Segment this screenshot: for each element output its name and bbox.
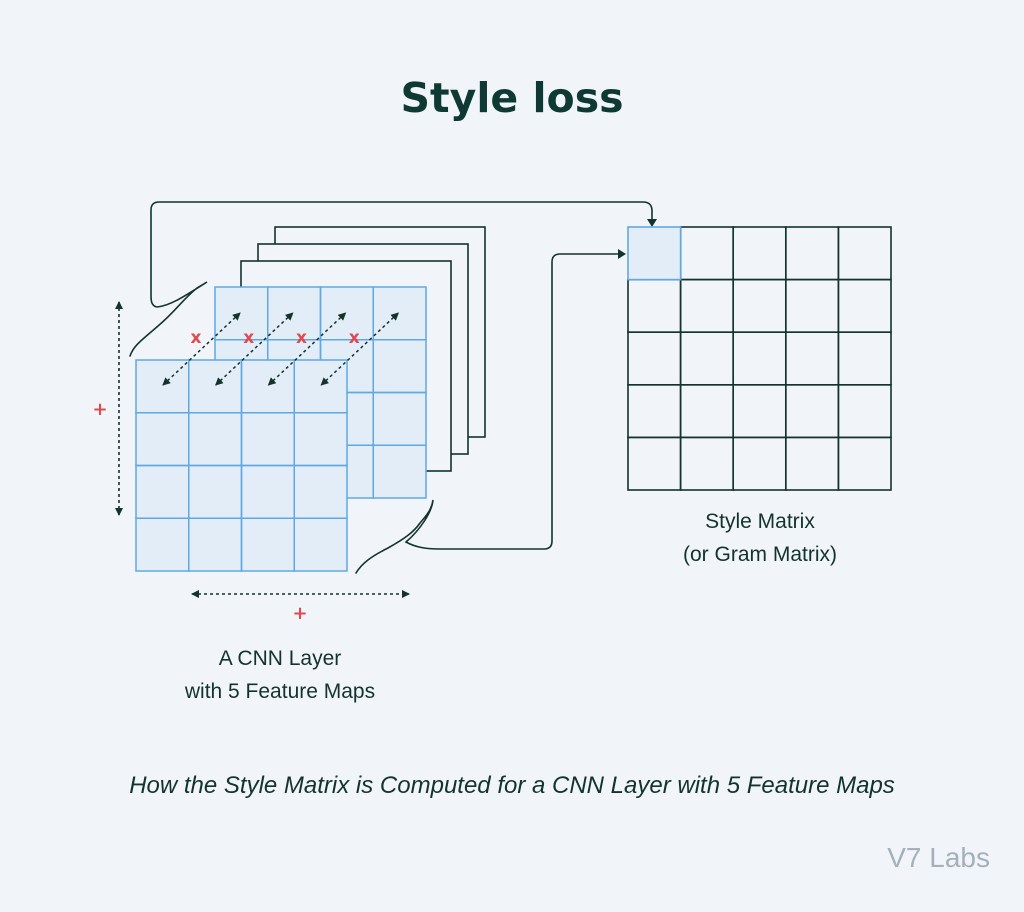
style-matrix-cell [627,436,682,491]
cnn-layer-label-line1: A CNN Layer [218,647,342,670]
style-matrix-cell [679,331,734,386]
multiply-mark: x [243,328,254,348]
style-matrix-cell [784,383,840,439]
bottom-connector-arrowhead [618,249,626,259]
style-matrix-cell [679,226,734,281]
style-matrix-cell [837,383,892,439]
style-matrix-cell [784,278,840,334]
style-matrix-cell [784,436,840,491]
style-matrix-highlighted-cell [627,226,682,281]
style-matrix-grid [627,226,892,491]
style-matrix-cell [837,331,892,386]
cnn-layer-label-line2: with 5 Feature Maps [184,680,376,703]
style-matrix-cell [784,331,840,386]
feature-map-1 [135,359,348,572]
style-matrix-cell [837,436,892,491]
bottom-brace-connector [355,253,621,574]
style-matrix-cell [784,226,840,281]
style-matrix-cell [627,383,682,439]
style-matrix-cell [627,331,682,386]
multiply-mark: x [191,328,202,348]
style-matrix-cell [837,226,892,281]
style-matrix-cell [732,383,787,439]
feature-map-2-cell [372,444,427,499]
style-matrix-cell [627,278,682,334]
style-matrix-cell [732,331,787,386]
feature-map-1-cell [293,517,348,572]
style-matrix-cell [679,436,734,491]
style-matrix-cell [837,278,892,334]
horizontal-sum-sign: + [292,603,307,624]
style-matrix-cell [679,278,734,334]
multiply-mark: x [349,328,360,348]
top-connector-arrowhead [647,219,657,227]
brand-watermark: V7 Labs [887,842,990,873]
style-matrix-cell [732,278,787,334]
style-matrix-label-line2: (or Gram Matrix) [683,543,837,566]
style-matrix-label-line1: Style Matrix [705,510,815,533]
style-matrix-label: Style Matrix (or Gram Matrix) [620,505,900,571]
style-matrix-cell [732,226,787,281]
style-matrix-cell [732,436,787,491]
figure-caption: How the Style Matrix is Computed for a C… [129,772,895,799]
style-matrix-cell [679,383,734,439]
multiply-mark: x [296,328,307,348]
page-title: Style loss [400,74,624,122]
vertical-sum-sign: + [92,399,107,420]
cnn-layer-label: A CNN Layer with 5 Feature Maps [130,642,430,708]
top-brace-connector [129,201,653,357]
